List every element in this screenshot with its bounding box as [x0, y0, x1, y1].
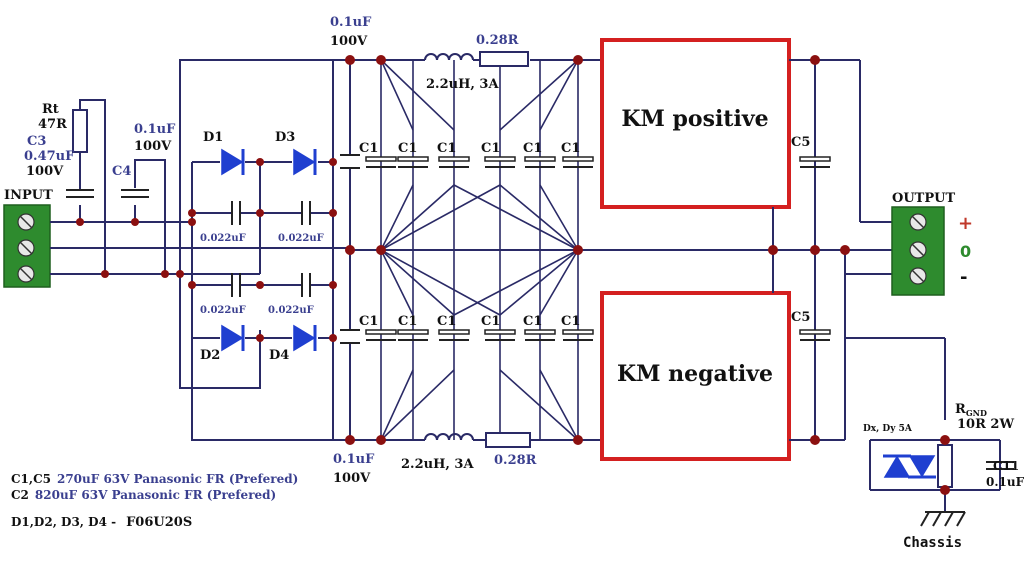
cap-input-bottom [340, 329, 360, 344]
resistor-top [479, 51, 529, 67]
note-3: D1,D2, D3, D4 -F06U20S [11, 515, 192, 530]
c1-label-12: C1 [561, 314, 580, 329]
snubber-label-4: 0.022uF [268, 305, 314, 316]
cin-top-value: 0.1uF [330, 15, 372, 30]
output-label: OUTPUT [892, 191, 955, 206]
c1-label-5: C1 [523, 141, 542, 156]
cin-bot-value: 0.1uF [333, 452, 375, 467]
ground-network [869, 439, 1001, 512]
output-terminal: OUTPUT [891, 191, 955, 296]
inductor-top-label: 2.2uH, 3A [426, 77, 499, 92]
diode-dy [908, 455, 936, 479]
resistor-top-label: 0.28R [476, 33, 519, 48]
rt-resistor [72, 109, 88, 153]
chassis-ground-icon [920, 511, 966, 527]
snubber-label-1: 0.022uF [200, 233, 246, 244]
diode-d2 [221, 324, 245, 352]
c4-voltage: 100V [134, 139, 172, 154]
d1-label: D1 [203, 130, 223, 145]
resistor-bottom [485, 432, 531, 448]
output-plus: + [958, 213, 973, 234]
inductor-bottom-label: 2.2uH, 3A [401, 457, 474, 472]
c4-value: 0.1uF [134, 122, 176, 137]
c1-label-3: C1 [437, 141, 456, 156]
c1-caps-top [365, 156, 594, 168]
input-terminal: INPUT [3, 188, 53, 288]
c1-caps-bottom [365, 329, 594, 341]
c11-ref: C11 [993, 459, 1019, 473]
inductor-bottom [424, 433, 486, 441]
diode-d1 [221, 148, 245, 176]
c5-label-bottom: C5 [791, 310, 810, 325]
resistor-bottom-label: 0.28R [494, 453, 537, 468]
c1-label-1: C1 [359, 141, 378, 156]
main-rails [333, 59, 892, 441]
c11-capacitor [986, 461, 1014, 470]
c1-label-8: C1 [398, 314, 417, 329]
snubber-label-3: 0.022uF [200, 305, 246, 316]
snubber-label-2: 0.022uF [278, 233, 324, 244]
c4-capacitor [121, 189, 149, 198]
c5-cap-bottom [799, 329, 831, 341]
inductor-top [424, 53, 480, 61]
diode-d4 [293, 324, 317, 352]
km-positive-label: KM positive [621, 106, 768, 132]
input-wiring [50, 59, 350, 441]
output-zero: 0 [960, 242, 971, 261]
km-negative-box [600, 291, 791, 461]
chassis-label: Chassis [903, 535, 962, 551]
c1-label-7: C1 [359, 314, 378, 329]
d4-label: D4 [269, 348, 289, 363]
d3-label: D3 [275, 130, 295, 145]
d2-label: D2 [200, 348, 220, 363]
diode-dx [883, 454, 911, 478]
cin-top-voltage: 100V [330, 34, 368, 49]
c1-label-10: C1 [481, 314, 500, 329]
rt-value: 47R [38, 117, 67, 132]
c3-ref: C3 [27, 134, 46, 149]
output-minus: - [960, 267, 967, 288]
snubber-caps [231, 201, 311, 297]
junction-dots [76, 55, 950, 495]
rt-ref: Rt [42, 102, 59, 117]
km-negative-label: KM negative [617, 361, 773, 387]
c1-label-9: C1 [437, 314, 456, 329]
c5-cap-top [799, 156, 831, 168]
input-label: INPUT [4, 188, 53, 203]
c1-label-4: C1 [481, 141, 500, 156]
rgnd-resistor [937, 444, 953, 488]
c1-label-6: C1 [561, 141, 580, 156]
rgnd-ref: RGND [955, 402, 987, 418]
c4-ref: C4 [112, 164, 131, 179]
c3-capacitor [66, 189, 94, 198]
km-positive-box [600, 38, 791, 209]
c3-value: 0.47uF [24, 149, 75, 164]
c1-label-11: C1 [523, 314, 542, 329]
cap-input-top [340, 154, 360, 169]
c5-label-top: C5 [791, 135, 810, 150]
bridge-rectifier [180, 60, 334, 440]
c1-label-2: C1 [398, 141, 417, 156]
cin-bot-voltage: 100V [333, 471, 371, 486]
diode-d3 [293, 148, 317, 176]
rgnd-value: 10R 2W [957, 417, 1014, 432]
c3-voltage: 100V [26, 164, 64, 179]
dxdy-label: Dx, Dy 5A [863, 424, 913, 434]
c11-value: 0.1uF [986, 475, 1024, 489]
